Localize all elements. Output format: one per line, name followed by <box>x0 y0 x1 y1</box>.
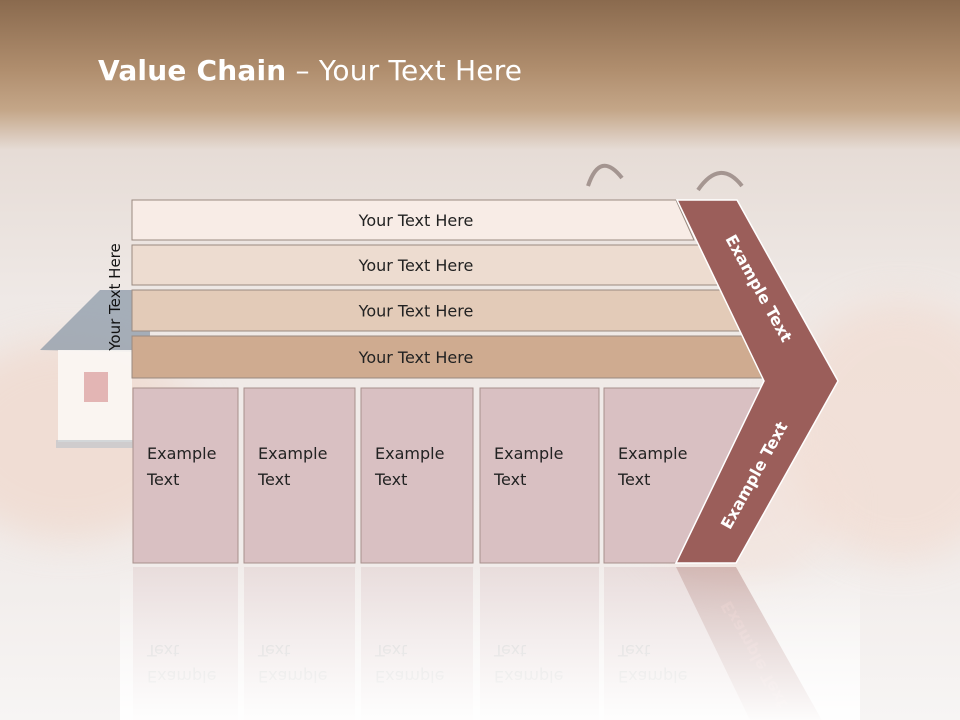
house-base <box>56 440 136 448</box>
row-label-2: Your Text Here <box>358 256 474 275</box>
activity-box-line2-4: Text <box>493 470 526 489</box>
activity-box-line1-2: Example <box>258 444 327 463</box>
margin-chevron <box>674 199 839 564</box>
row-label-4: Your Text Here <box>358 348 474 367</box>
activity-box-line2-3: Text <box>374 470 407 489</box>
activity-box-line2-1: Text <box>146 470 179 489</box>
activity-box-line1-3: Example <box>375 444 444 463</box>
activity-box-line1-1: Example <box>147 444 216 463</box>
title-bold: Value Chain <box>98 54 287 87</box>
activity-box-line2-5: Text <box>617 470 650 489</box>
row-band-1 <box>131 199 695 241</box>
row-label-3: Your Text Here <box>358 302 474 321</box>
diagram-reflection: ExampleTextExampleTextExampleTextExample… <box>120 565 860 720</box>
house-window <box>84 372 108 402</box>
house-roof <box>40 290 150 352</box>
row-label-1: Your Text Here <box>358 211 474 230</box>
activity-box-3 <box>360 387 474 564</box>
background-hook-1 <box>586 164 624 187</box>
activity-box-2 <box>243 387 356 564</box>
background-hook-2 <box>696 170 744 192</box>
activity-box-line2-2: Text <box>257 470 290 489</box>
activity-box-1 <box>132 387 239 564</box>
title-rest: – Your Text Here <box>286 54 523 87</box>
slide-title: Value Chain – Your Text Here <box>98 54 522 87</box>
reflection-fade <box>120 565 860 720</box>
activity-box-line1-5: Example <box>618 444 687 463</box>
activity-box-4 <box>479 387 600 564</box>
activity-box-line1-4: Example <box>494 444 563 463</box>
